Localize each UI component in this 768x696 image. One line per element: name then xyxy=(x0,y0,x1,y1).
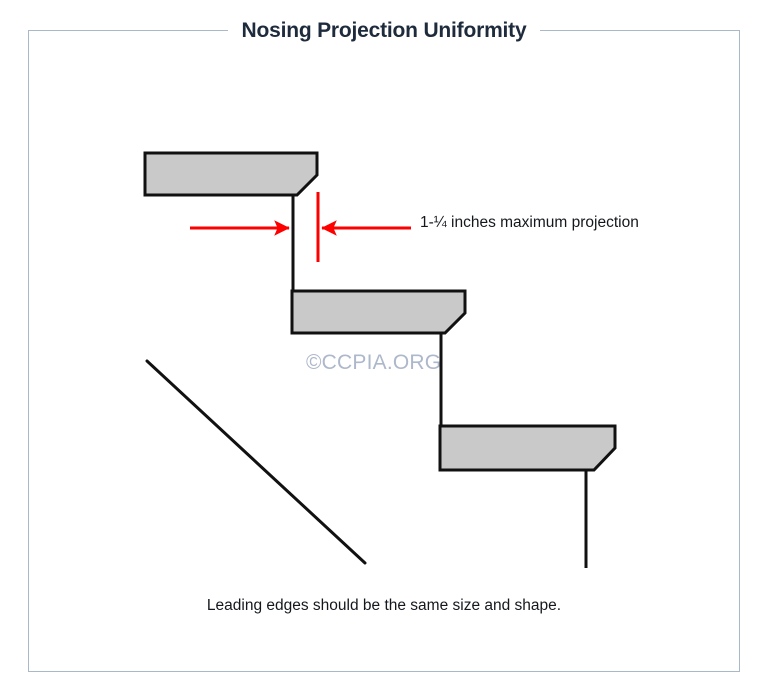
diagram-caption: Leading edges should be the same size an… xyxy=(206,597,562,614)
stringer-line xyxy=(145,359,367,565)
middle-tread xyxy=(290,289,467,335)
dimension-label: 1-¼ inches maximum projection xyxy=(420,214,639,231)
upper-tread xyxy=(143,151,319,197)
lower-tread xyxy=(438,424,617,472)
watermark: ©CCPIA.ORG xyxy=(306,351,442,374)
